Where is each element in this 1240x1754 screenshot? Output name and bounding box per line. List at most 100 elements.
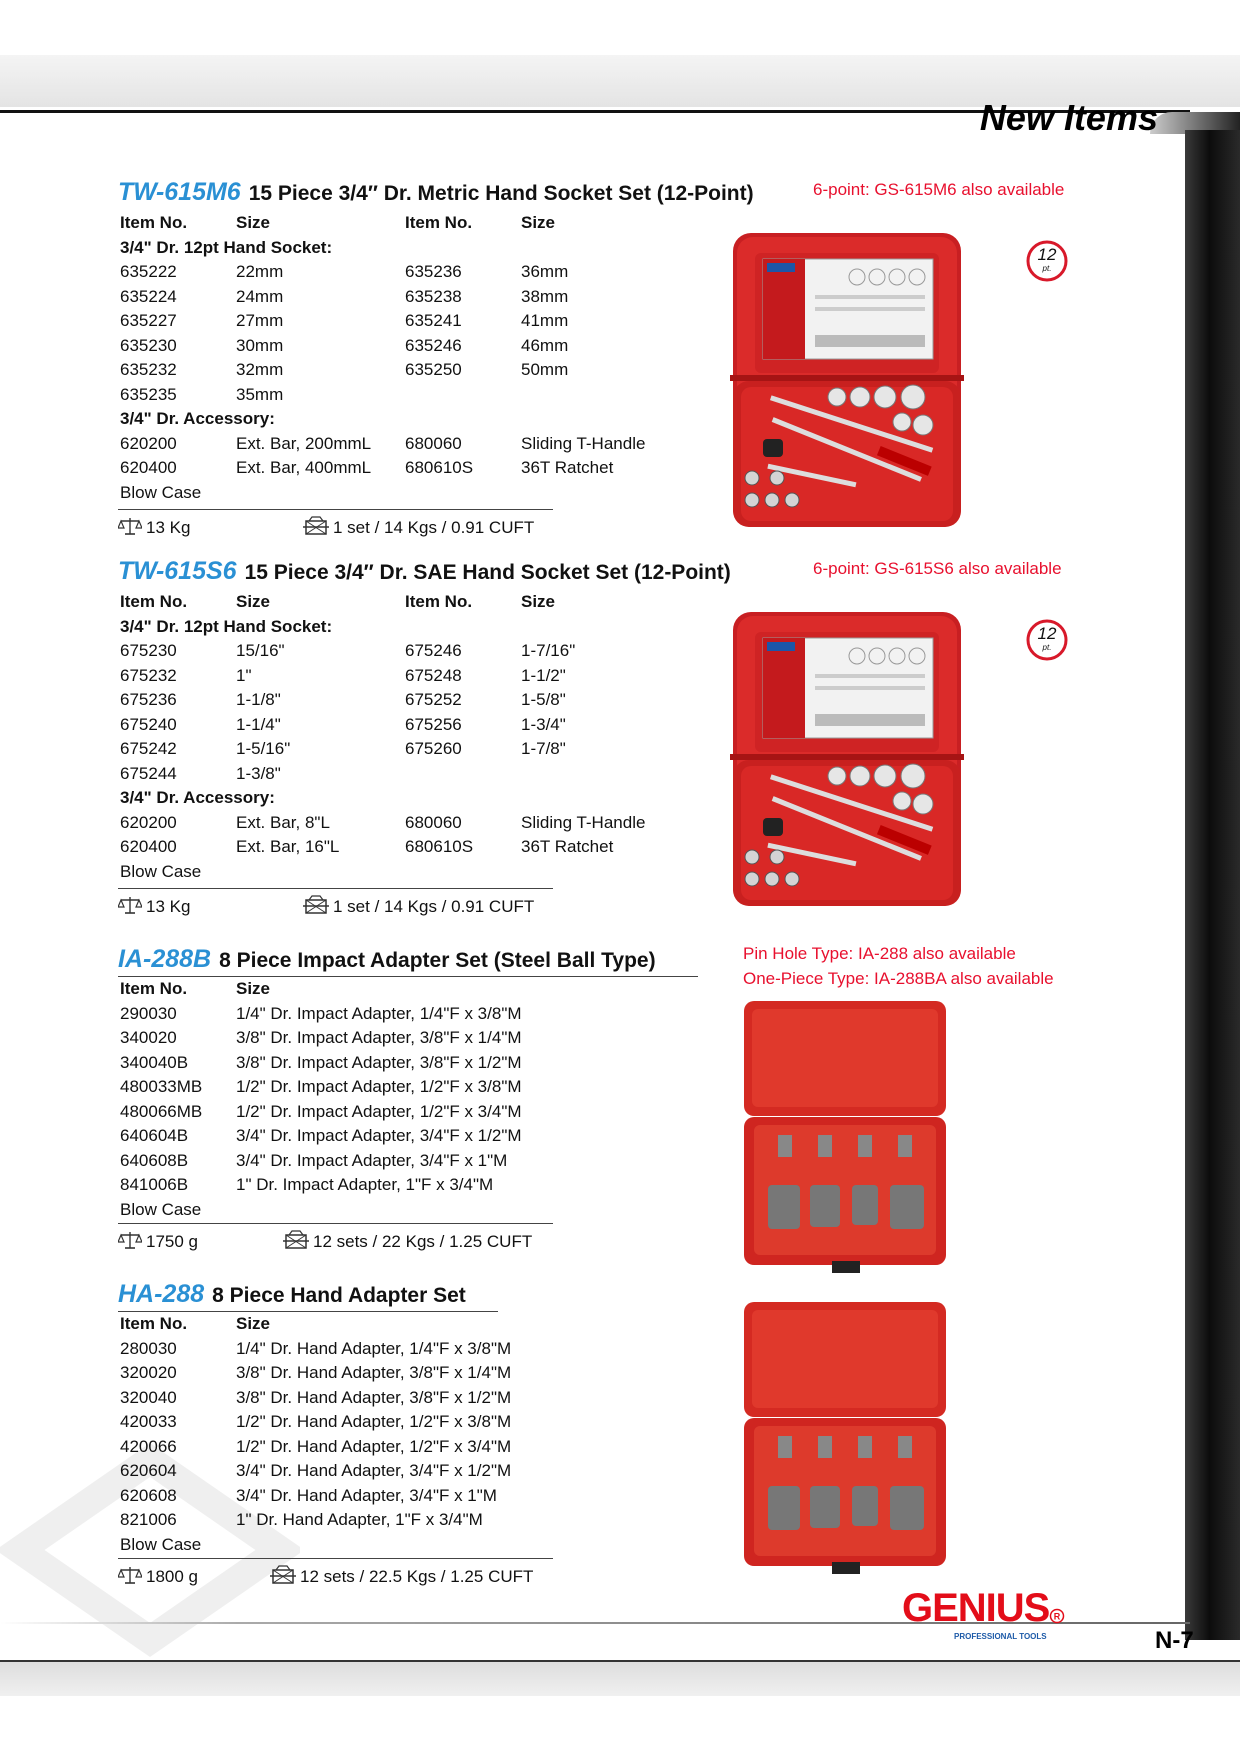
brand-tagline: PROFESSIONAL TOOLS [954, 1632, 1047, 1641]
size: 41mm [521, 311, 569, 330]
variant-note: 6-point: GS-615M6 also available [813, 180, 1065, 199]
size: 32mm [236, 360, 284, 379]
size: 22mm [236, 262, 284, 281]
size: 1/2" Dr. Impact Adapter, 1/2"F x 3/4"M [236, 1101, 522, 1121]
size: 30mm [236, 335, 284, 355]
col-size: Size [521, 213, 556, 232]
badge-unit: pt. [1042, 643, 1052, 652]
item-no: 635230 [120, 335, 177, 355]
col-item-no: Item No. [120, 1314, 188, 1333]
table-header: Item No. Size Item No. Size [120, 590, 680, 615]
item-no: 675242 [120, 739, 177, 758]
size: 1/2" Dr. Hand Adapter, 1/2"F x 3/4"M [236, 1436, 512, 1456]
size: Ext. Bar, 200mmL [236, 433, 372, 453]
carton: 12 sets / 22 Kgs / 1.25 CUFT [283, 1230, 532, 1252]
size: Sliding T-Handle [521, 812, 646, 832]
size: 1" Dr. Hand Adapter, 1"F x 3/4"M [236, 1510, 483, 1529]
product-photo [740, 1300, 950, 1575]
packing-info: 13 Kg 1 set / 14 Kgs / 0.91 CUFT [118, 509, 553, 540]
weight: 13 Kg [118, 516, 190, 538]
item-no: 480066MB [120, 1101, 203, 1121]
bottom-band [0, 1660, 1240, 1696]
item-no: 635232 [120, 360, 177, 379]
item-no: 680060 [405, 812, 462, 832]
item-no: 675236 [120, 690, 177, 709]
product-name: 8 Piece Impact Adapter Set (Steel Ball T… [219, 949, 656, 972]
item-no: 675256 [405, 714, 462, 734]
carton: 1 set / 14 Kgs / 0.91 CUFT [303, 516, 534, 538]
item-no: 320020 [120, 1363, 177, 1382]
variant-note: 6-point: GS-615S6 also available [813, 559, 1062, 578]
size: 1-7/16" [521, 641, 576, 660]
item-no: 635236 [405, 262, 462, 281]
product-title-row: IA-288B 8 Piece Impact Adapter Set (Steel… [118, 945, 698, 977]
item-no: 620604 [120, 1461, 177, 1480]
right-side-bar [1185, 130, 1240, 1640]
size: 36T Ratchet [521, 458, 614, 477]
item-no: 620200 [120, 433, 177, 453]
bottom-band-line [0, 1660, 1240, 1662]
size: 1-1/2" [521, 665, 566, 685]
col-item-no: Item No. [120, 979, 188, 998]
packing-info: 1800 g 12 sets / 22.5 Kgs / 1.25 CUFT [118, 1558, 553, 1589]
size: 15/16" [236, 641, 285, 660]
12-point-badge: 12 pt. [1026, 240, 1068, 282]
size: 3/4" Dr. Impact Adapter, 3/4"F x 1/2"M [236, 1126, 522, 1145]
size: 1-1/4" [236, 714, 281, 734]
weight: 1750 g [118, 1230, 198, 1252]
size: 1-3/8" [236, 763, 281, 783]
size: 46mm [521, 335, 569, 355]
top-rule [0, 110, 1190, 113]
variant-note: Pin Hole Type: IA-288 also available [743, 944, 1016, 963]
item-no: 635250 [405, 360, 462, 379]
col-item-no: Item No. [120, 213, 188, 232]
carton-value: 1 set / 14 Kgs / 0.91 CUFT [333, 518, 535, 537]
carton-value: 1 set / 14 Kgs / 0.91 CUFT [333, 897, 535, 916]
size: 3/8" Dr. Impact Adapter, 3/8"F x 1/2"M [236, 1052, 522, 1072]
case-type: Blow Case [120, 1534, 202, 1554]
table-header: Item No. Size [120, 1312, 680, 1337]
carton-value: 12 sets / 22.5 Kgs / 1.25 CUFT [300, 1567, 534, 1586]
item-no: 635238 [405, 286, 462, 306]
size: Ext. Bar, 400mmL [236, 458, 372, 477]
item-no: 680060 [405, 433, 462, 453]
registered-mark-icon: R [1050, 1608, 1065, 1624]
item-no: 635222 [120, 262, 177, 281]
size: 1-7/8" [521, 739, 566, 758]
item-no: 675260 [405, 739, 462, 758]
item-no: 675230 [120, 641, 177, 660]
carton: 1 set / 14 Kgs / 0.91 CUFT [303, 895, 534, 917]
item-no: 340020 [120, 1028, 177, 1047]
col-size: Size [236, 979, 271, 998]
table-row: 480066MB 1/2" Dr. Impact Adapter, 1/2"F x… [120, 1100, 680, 1125]
spec-table: Item No. Size Item No. Size 3/4" Dr. 12p… [120, 590, 680, 884]
carton: 12 sets / 22.5 Kgs / 1.25 CUFT [270, 1565, 533, 1587]
size: 3/8" Dr. Impact Adapter, 3/8"F x 1/4"M [236, 1028, 522, 1047]
product-name: 15 Piece 3/4″ Dr. Metric Hand Socket Set… [248, 182, 754, 205]
product-ia-288b: IA-288B 8 Piece Impact Adapter Set (Steel… [118, 944, 1078, 1265]
item-no: 420066 [120, 1436, 177, 1456]
size: 1" Dr. Impact Adapter, 1"F x 3/4"M [236, 1175, 494, 1194]
variant-note: One-Piece Type: IA-288BA also available [743, 969, 1054, 988]
product-code: IA-288B [118, 945, 212, 973]
item-no: 841006B [120, 1175, 189, 1194]
scale-icon [118, 1230, 142, 1250]
